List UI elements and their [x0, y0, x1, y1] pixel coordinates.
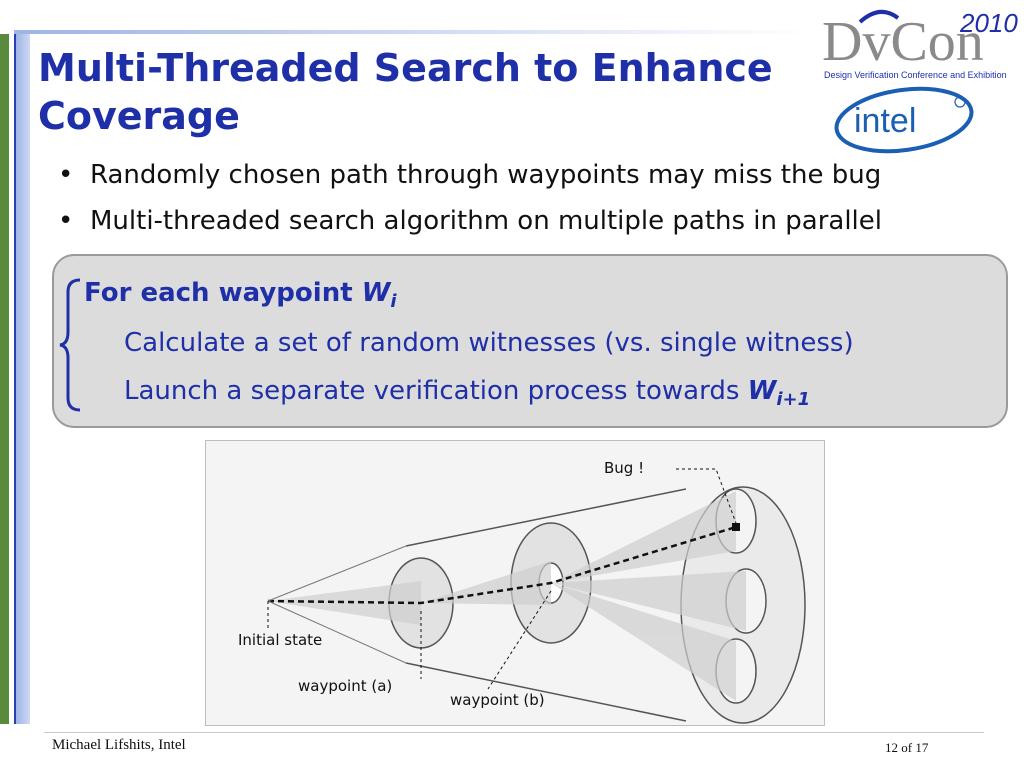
label-waypoint-a: waypoint (a)	[298, 677, 392, 695]
footer-author: Michael Lifshits, Intel	[52, 737, 186, 753]
dvcon-logo-main: DvCon	[822, 11, 984, 73]
bullet-item: Randomly chosen path through waypoints m…	[58, 152, 882, 198]
curly-brace-icon	[59, 278, 81, 412]
left-green-bar	[0, 34, 9, 724]
diagram-svg: Bug ! Initial state waypoint (a) waypoin…	[238, 459, 806, 724]
algorithm-box: For each waypoint Wi Calculate a set of …	[52, 254, 1008, 428]
box-line-2: Launch a separate verification process t…	[124, 376, 811, 411]
left-blue-bar	[14, 34, 30, 724]
waypoint-var: Wi	[361, 278, 397, 313]
box-heading-text: For each waypoint	[84, 278, 353, 308]
intel-logo-text: intel	[854, 102, 916, 140]
top-rule	[14, 30, 814, 34]
box-line-1: Calculate a set of random witnesses (vs.…	[124, 328, 854, 358]
intel-logo: intel	[834, 86, 974, 154]
box-heading: For each waypoint Wi	[84, 278, 397, 312]
footer-divider	[44, 732, 984, 733]
label-initial-state: Initial state	[238, 631, 322, 649]
bullet-item: Multi-threaded search algorithm on multi…	[58, 198, 882, 244]
bullet-list: Randomly chosen path through waypoints m…	[58, 152, 882, 244]
slide-title: Multi-Threaded Search to Enhance Coverag…	[38, 46, 773, 138]
label-bug: Bug !	[604, 459, 644, 477]
dvcon-logo-tagline: Design Verification Conference and Exhib…	[824, 70, 1007, 80]
next-waypoint-var: Wi+1	[747, 376, 811, 411]
coverage-diagram: Bug ! Initial state waypoint (a) waypoin…	[205, 440, 825, 726]
dvcon-logo: DvCon 2010 Design Verification Conferenc…	[820, 4, 1020, 82]
label-waypoint-b: waypoint (b)	[450, 691, 545, 709]
dvcon-logo-year: 2010	[959, 8, 1018, 38]
footer-page-number: 12 of 17	[885, 740, 929, 755]
